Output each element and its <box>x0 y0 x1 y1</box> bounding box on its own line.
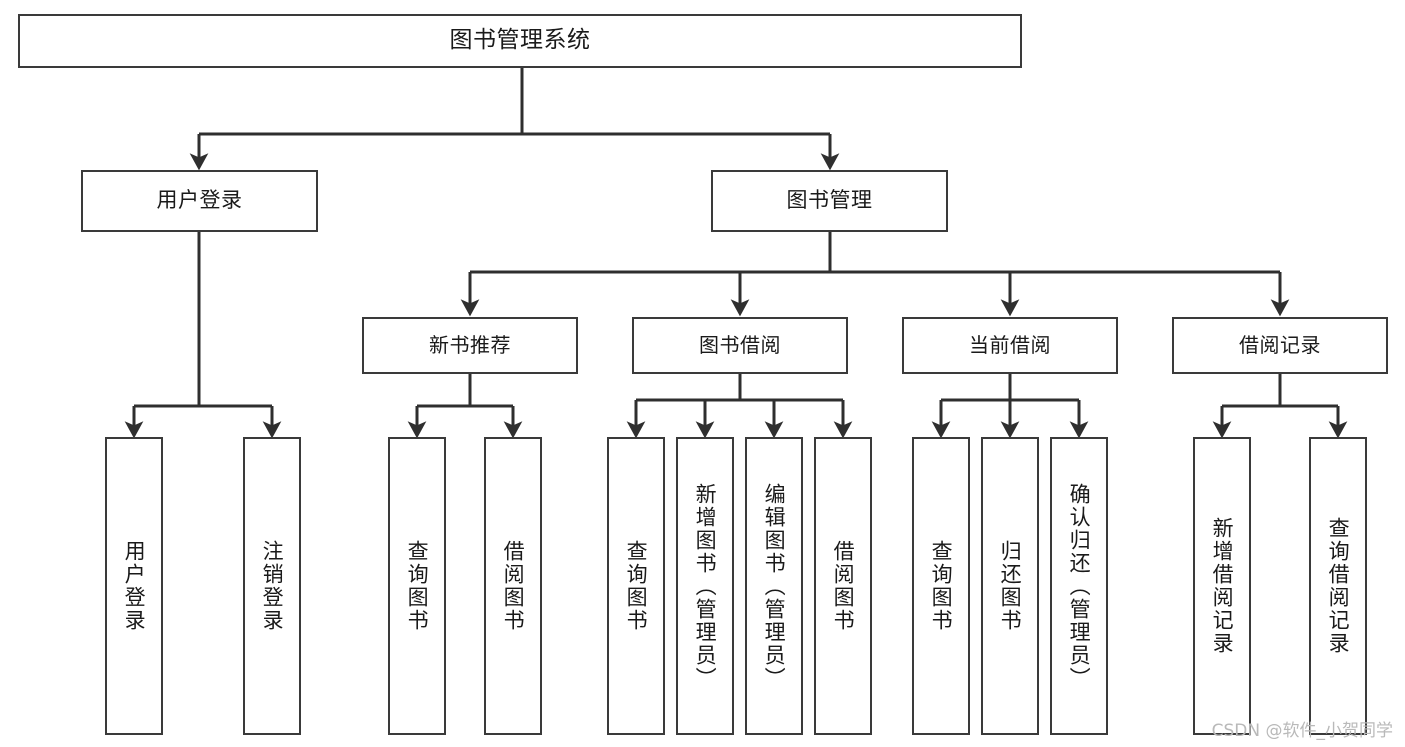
node-leaf-borrow-book-recommend[interactable]: 借阅图书 <box>484 437 542 735</box>
node-root-system-label: 图书管理系统 <box>449 27 591 54</box>
node-leaf-query-borrow-record-label: 查询借阅记录 <box>1326 517 1351 655</box>
node-book-manage[interactable]: 图书管理 <box>711 170 948 232</box>
node-leaf-borrow-book[interactable]: 借阅图书 <box>814 437 872 735</box>
node-new-book-recommend[interactable]: 新书推荐 <box>362 317 578 374</box>
node-leaf-query-book-recommend-label: 查询图书 <box>405 540 430 632</box>
node-leaf-add-book-label: 新增图书（管理员） <box>693 482 718 690</box>
node-leaf-user-login[interactable]: 用户登录 <box>105 437 163 735</box>
node-leaf-add-borrow-record-label: 新增借阅记录 <box>1210 517 1235 655</box>
node-leaf-add-book[interactable]: 新增图书（管理员） <box>676 437 734 735</box>
node-leaf-query-book-current[interactable]: 查询图书 <box>912 437 970 735</box>
node-current-borrow-label: 当前借阅 <box>969 333 1051 358</box>
node-current-borrow[interactable]: 当前借阅 <box>902 317 1118 374</box>
node-leaf-user-login-label: 用户登录 <box>122 540 147 632</box>
node-user-login-label: 用户登录 <box>156 188 243 213</box>
node-leaf-confirm-return-label: 确认归还（管理员） <box>1067 482 1092 690</box>
node-leaf-edit-book-label: 编辑图书（管理员） <box>762 482 787 690</box>
node-leaf-edit-book[interactable]: 编辑图书（管理员） <box>745 437 803 735</box>
node-leaf-user-logout[interactable]: 注销登录 <box>243 437 301 735</box>
node-leaf-return-book[interactable]: 归还图书 <box>981 437 1039 735</box>
csdn-watermark: CSDN @软件_小贺同学 <box>1211 721 1393 741</box>
node-leaf-borrow-book-label: 借阅图书 <box>831 540 856 632</box>
node-book-borrow-label: 图书借阅 <box>699 333 781 358</box>
node-leaf-user-logout-label: 注销登录 <box>260 540 285 632</box>
node-user-login[interactable]: 用户登录 <box>81 170 318 232</box>
node-book-borrow[interactable]: 图书借阅 <box>632 317 848 374</box>
node-book-manage-label: 图书管理 <box>786 188 873 213</box>
node-leaf-query-book-current-label: 查询图书 <box>929 540 954 632</box>
node-borrow-record[interactable]: 借阅记录 <box>1172 317 1388 374</box>
node-leaf-return-book-label: 归还图书 <box>998 540 1023 632</box>
node-new-book-recommend-label: 新书推荐 <box>429 333 511 358</box>
node-leaf-query-book-borrow[interactable]: 查询图书 <box>607 437 665 735</box>
node-leaf-query-book-borrow-label: 查询图书 <box>624 540 649 632</box>
node-leaf-borrow-book-recommend-label: 借阅图书 <box>501 540 526 632</box>
node-borrow-record-label: 借阅记录 <box>1239 333 1321 358</box>
node-leaf-query-book-recommend[interactable]: 查询图书 <box>388 437 446 735</box>
node-leaf-query-borrow-record[interactable]: 查询借阅记录 <box>1309 437 1367 735</box>
node-leaf-add-borrow-record[interactable]: 新增借阅记录 <box>1193 437 1251 735</box>
node-leaf-confirm-return[interactable]: 确认归还（管理员） <box>1050 437 1108 735</box>
node-root-system[interactable]: 图书管理系统 <box>18 14 1022 68</box>
